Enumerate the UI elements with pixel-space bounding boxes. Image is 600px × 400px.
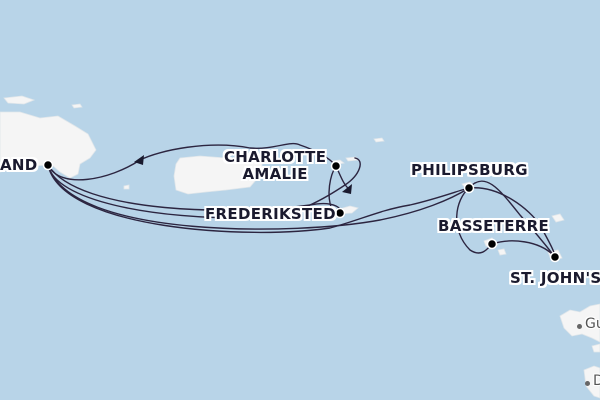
port-markers [42, 159, 561, 263]
port-label-frederiksted[interactable]: FREDERIKSTED [205, 205, 336, 223]
port-label-charlotte-amalie[interactable]: CHARLOTTE AMALIE [224, 148, 327, 183]
route-leg [47, 164, 470, 230]
cay-islet [71, 103, 83, 109]
place-dot-guadeloupe [577, 324, 582, 329]
port-label-philipsburg[interactable]: PHILIPSBURG [411, 161, 528, 179]
port-marker-st-johns [549, 251, 561, 263]
route-leg [47, 157, 361, 219]
route-arrows [134, 155, 352, 194]
guadeloupe-landmass [559, 303, 600, 343]
port-label-basseterre[interactable]: BASSETERRE [438, 217, 550, 235]
barbuda-island [551, 213, 565, 223]
port-label-st-johns[interactable]: ST. JOHN'S [510, 269, 600, 287]
port-marker-basseterre [486, 238, 498, 250]
dominica-landmass [583, 365, 600, 399]
anguilla-island [476, 167, 489, 174]
route-leg [47, 142, 337, 181]
route-leg [47, 164, 470, 234]
mona-island [123, 184, 130, 190]
puerto-rico-landmass [173, 155, 263, 195]
place-label-guadeloupe: Gu [585, 316, 600, 332]
hispaniola-landmass [0, 111, 97, 179]
route-arrow-icon [134, 155, 144, 165]
cruise-routes [47, 142, 556, 258]
place-dot-dominica [585, 381, 590, 386]
place-label-dominica: D [593, 373, 600, 389]
route-leg [47, 164, 341, 214]
montserrat-island [523, 274, 530, 282]
route-leg [468, 187, 556, 258]
port-marker-island [42, 159, 54, 171]
port-marker-charlotte-amalie [330, 160, 342, 172]
port-label-island[interactable]: AND [0, 156, 38, 174]
port-marker-philipsburg [463, 182, 475, 194]
route-arrow-icon [342, 184, 352, 194]
nevis-island [497, 248, 507, 256]
route-leg [491, 240, 556, 258]
hispaniola-north-islet [3, 95, 36, 105]
anegada-island [373, 137, 385, 143]
port-marker-frederiksted [334, 207, 346, 219]
route-leg [468, 180, 556, 258]
route-leg [456, 187, 493, 254]
marie-galante-island [591, 343, 600, 353]
